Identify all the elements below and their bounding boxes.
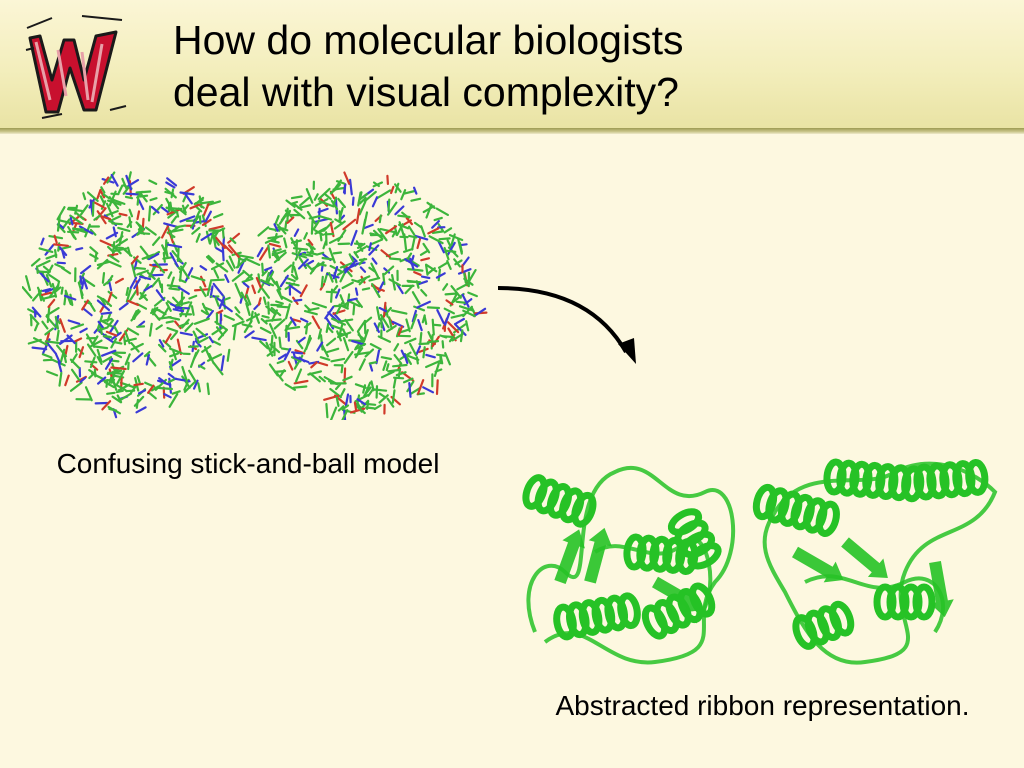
ribbon-model-caption: Abstracted ribbon representation. <box>555 690 970 721</box>
curved-arrow-icon <box>497 286 636 364</box>
stick-model-caption: Confusing stick-and-ball model <box>56 448 440 479</box>
stick-and-ball-model-image <box>22 171 488 420</box>
university-w-logo-icon <box>25 15 127 119</box>
slide-title: How do molecular biologists deal with vi… <box>173 14 993 118</box>
title-line-2: deal with visual complexity? <box>173 69 679 115</box>
ribbon-representation-image <box>522 458 998 665</box>
title-line-1: How do molecular biologists <box>173 17 684 63</box>
header-divider <box>0 128 1024 134</box>
slide-header <box>0 0 1024 128</box>
